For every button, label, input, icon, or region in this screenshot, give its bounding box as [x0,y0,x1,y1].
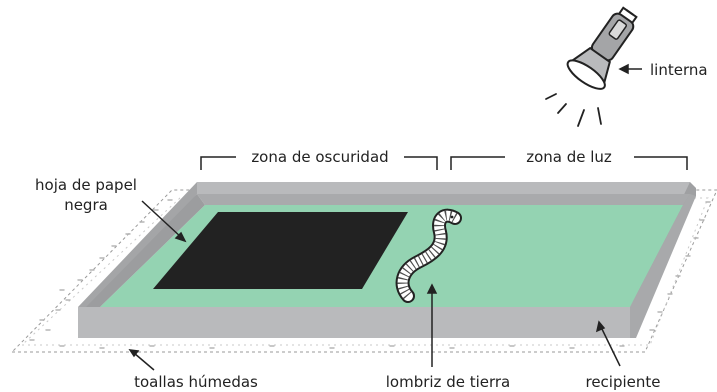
black-paper-sheet [153,212,408,289]
container-label: recipiente [585,373,660,391]
flashlight-icon [566,6,638,90]
zone-brackets [200,156,688,170]
container-tray [78,182,696,338]
light-zone-label: zona de luz [526,148,612,166]
light-rays [545,93,602,127]
paper-label-line2: negra [64,196,108,214]
paper-label-line1: hoja de papel [35,176,137,194]
flashlight-label: linterna [650,61,708,79]
earthworm [395,208,462,303]
worm-label: lombriz de tierra [386,373,511,391]
tray-front-wall [78,307,630,338]
pointer-arrows [128,63,642,371]
towels-label: toallas húmedas [134,373,258,391]
dark-zone-label: zona de oscuridad [251,148,388,166]
